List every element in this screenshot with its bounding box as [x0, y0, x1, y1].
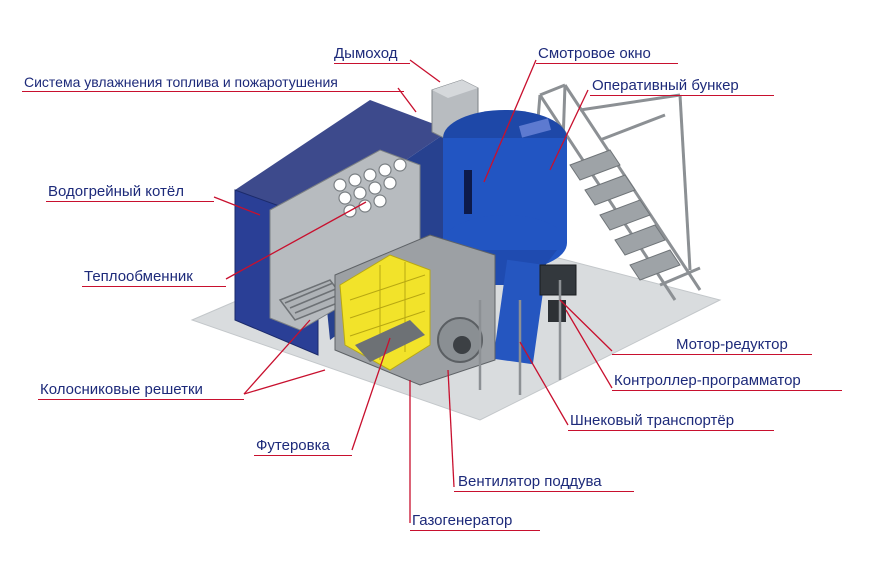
label-screw-conveyor: Шнековый транспортёр [570, 412, 735, 429]
furnace-grate [355, 320, 425, 362]
label-grate-bars: Колосниковые решетки [40, 381, 203, 398]
label-gas-generator: Газогенератор [412, 512, 513, 529]
controller-box [548, 300, 566, 322]
label-motor-reducer: Мотор-редуктор [676, 336, 788, 353]
label-inspection-window: Смотровое окно [538, 45, 651, 62]
label-controller-programmer: Контроллер-программатор [614, 372, 801, 389]
leader-lines [213, 59, 613, 523]
heat-exchanger-tubes [333, 158, 407, 218]
motor-reducer-unit [539, 264, 577, 296]
stair-treads [569, 149, 681, 281]
label-chimney: Дымоход [334, 45, 398, 62]
label-lining: Футеровка [256, 437, 330, 454]
label-water-boiler: Водогрейный котёл [48, 183, 184, 200]
label-blower-fan: Вентилятор поддува [458, 473, 602, 490]
lining-bricks [349, 262, 426, 360]
boiler-top [235, 100, 450, 220]
inspection-window [464, 170, 472, 214]
label-operational-bunker: Оперативный бункер [592, 77, 739, 94]
label-heat-exchanger: Теплообменник [84, 268, 193, 285]
label-humidification-system: Система увлажнения топлива и пожаротушен… [24, 74, 338, 90]
